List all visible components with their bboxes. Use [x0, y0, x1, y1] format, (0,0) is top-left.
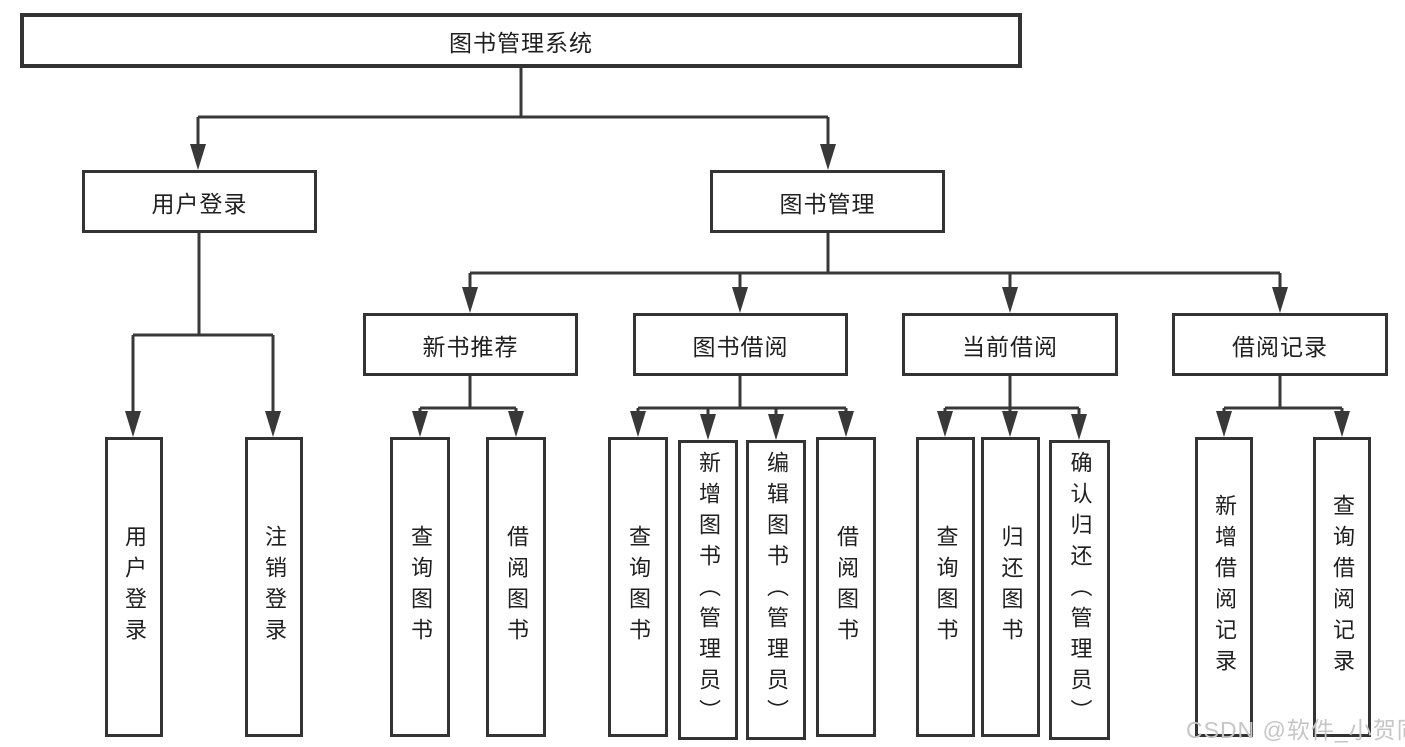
- branch-new-books-connectors: [418, 376, 518, 415]
- node-label: 图书借阅: [692, 333, 789, 360]
- arrow-down-icon: [700, 414, 716, 440]
- node-confirm-return-admin: 确认归还（管理员）: [1049, 440, 1110, 740]
- arrow-down-icon: [838, 411, 854, 437]
- arrow-down-icon: [768, 414, 784, 440]
- watermark: CSDN @软件_小贺同学: [1186, 717, 1405, 743]
- branch-book-borrowing-connectors: [636, 376, 848, 417]
- node-label: 归还图书: [998, 525, 1024, 649]
- node-book-management: 图书管理: [710, 170, 945, 233]
- node-query-books-1: 查询图书: [390, 437, 450, 737]
- node-add-borrowing-record: 新增借阅记录: [1195, 437, 1253, 737]
- node-edit-books-admin: 编辑图书（管理员）: [746, 440, 806, 740]
- branch-root-connectors: [196, 68, 830, 146]
- arrow-down-icon: [1002, 287, 1018, 313]
- arrow-down-icon: [412, 411, 428, 437]
- node-label: 查询借阅记录: [1330, 494, 1355, 680]
- node-label: 新书推荐: [422, 333, 519, 360]
- node-user-login-leaf: 用户登录: [105, 437, 163, 737]
- node-borrowing-records: 借阅记录: [1172, 313, 1388, 376]
- node-label: 新增借阅记录: [1212, 494, 1237, 680]
- node-label: 确认归还（管理员）: [1067, 451, 1093, 730]
- branch-borrowing-records-connectors: [1222, 376, 1344, 415]
- node-query-books-2: 查询图书: [608, 437, 668, 737]
- node-query-borrowing-record: 查询借阅记录: [1313, 437, 1371, 737]
- branch-user-login-arrowheads: [125, 411, 281, 437]
- branch-current-borrowing-arrowheads: [937, 411, 1087, 440]
- node-current-borrowing: 当前借阅: [902, 313, 1118, 376]
- branch-book-borrowing-arrowheads: [630, 411, 854, 440]
- arrow-down-icon: [125, 411, 141, 437]
- node-return-books: 归还图书: [981, 437, 1040, 737]
- node-label: 用户登录: [122, 525, 147, 649]
- node-new-book-recommendation: 新书推荐: [363, 313, 578, 376]
- branch-borrowing-records-arrowheads: [1216, 411, 1350, 437]
- node-label: 图书管理系统: [449, 29, 593, 56]
- arrow-down-icon: [1216, 411, 1232, 437]
- branch-new-books-arrowheads: [412, 411, 524, 437]
- arrow-down-icon: [937, 411, 953, 437]
- node-label: 查询图书: [408, 525, 433, 649]
- branch-book-management-arrowheads: [462, 287, 1288, 313]
- arrow-down-icon: [1071, 414, 1087, 440]
- node-book-borrowing: 图书借阅: [633, 313, 848, 376]
- arrow-down-icon: [462, 287, 478, 313]
- arrow-down-icon: [732, 287, 748, 313]
- node-user-login: 用户登录: [82, 170, 317, 233]
- node-label: 用户登录: [151, 190, 248, 217]
- node-label: 借阅图书: [834, 525, 859, 649]
- node-logout-leaf: 注销登录: [245, 437, 303, 737]
- node-label: 当前借阅: [962, 333, 1058, 360]
- branch-root-arrowheads: [190, 144, 836, 170]
- node-label: 查询图书: [933, 525, 959, 649]
- arrow-down-icon: [820, 144, 836, 170]
- node-label: 编辑图书（管理员）: [764, 451, 789, 730]
- arrow-down-icon: [1002, 411, 1018, 437]
- branch-current-borrowing-connectors: [943, 376, 1081, 417]
- arrow-down-icon: [508, 411, 524, 437]
- arrow-down-icon: [265, 411, 281, 437]
- node-label: 图书管理: [779, 190, 876, 217]
- node-label: 注销登录: [262, 525, 287, 649]
- node-label: 借阅图书: [504, 525, 529, 649]
- branch-book-management-connectors: [468, 233, 1282, 291]
- node-query-books-3: 查询图书: [916, 437, 975, 737]
- node-label: 新增图书（管理员）: [696, 451, 721, 730]
- arrow-down-icon: [1272, 287, 1288, 313]
- arrow-down-icon: [1334, 411, 1350, 437]
- arrow-down-icon: [630, 411, 646, 437]
- node-borrow-books-2: 借阅图书: [816, 437, 876, 737]
- node-label: 查询图书: [626, 525, 651, 649]
- node-borrow-books-1: 借阅图书: [486, 437, 546, 737]
- branch-user-login-connectors: [131, 233, 275, 415]
- node-library-management-system: 图书管理系统: [20, 13, 1022, 68]
- node-label: 借阅记录: [1232, 333, 1328, 360]
- node-add-books-admin: 新增图书（管理员）: [678, 440, 738, 740]
- arrow-down-icon: [190, 144, 206, 170]
